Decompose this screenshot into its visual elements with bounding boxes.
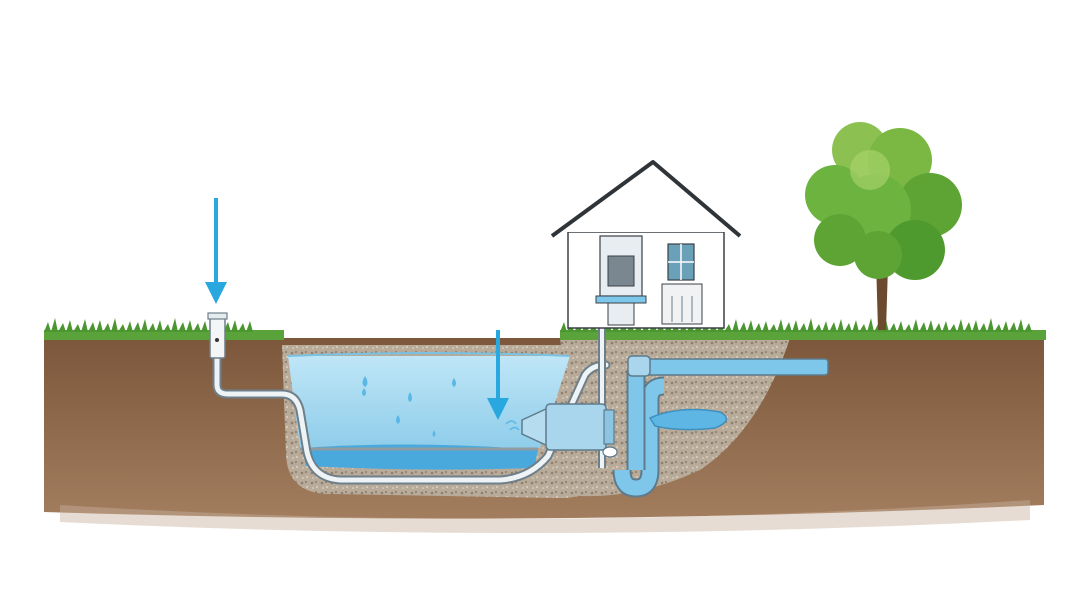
pond-bottom-water	[302, 444, 538, 470]
inlet-standpipe	[207, 312, 228, 359]
inlet-pipe	[212, 325, 611, 485]
house-icon	[550, 160, 742, 329]
inflow-arrow-icon	[487, 330, 509, 420]
grass-left	[44, 318, 284, 340]
pond-surface	[287, 352, 571, 357]
underground-pool	[648, 408, 728, 431]
soil-bottom-fade	[60, 500, 1030, 534]
splash-icon	[505, 420, 520, 431]
filter-unit	[521, 403, 615, 451]
outlet-pipe	[602, 355, 829, 498]
rain-arrow-icon	[205, 198, 227, 304]
water-drop-icon	[362, 376, 456, 437]
tree-icon	[805, 122, 962, 330]
